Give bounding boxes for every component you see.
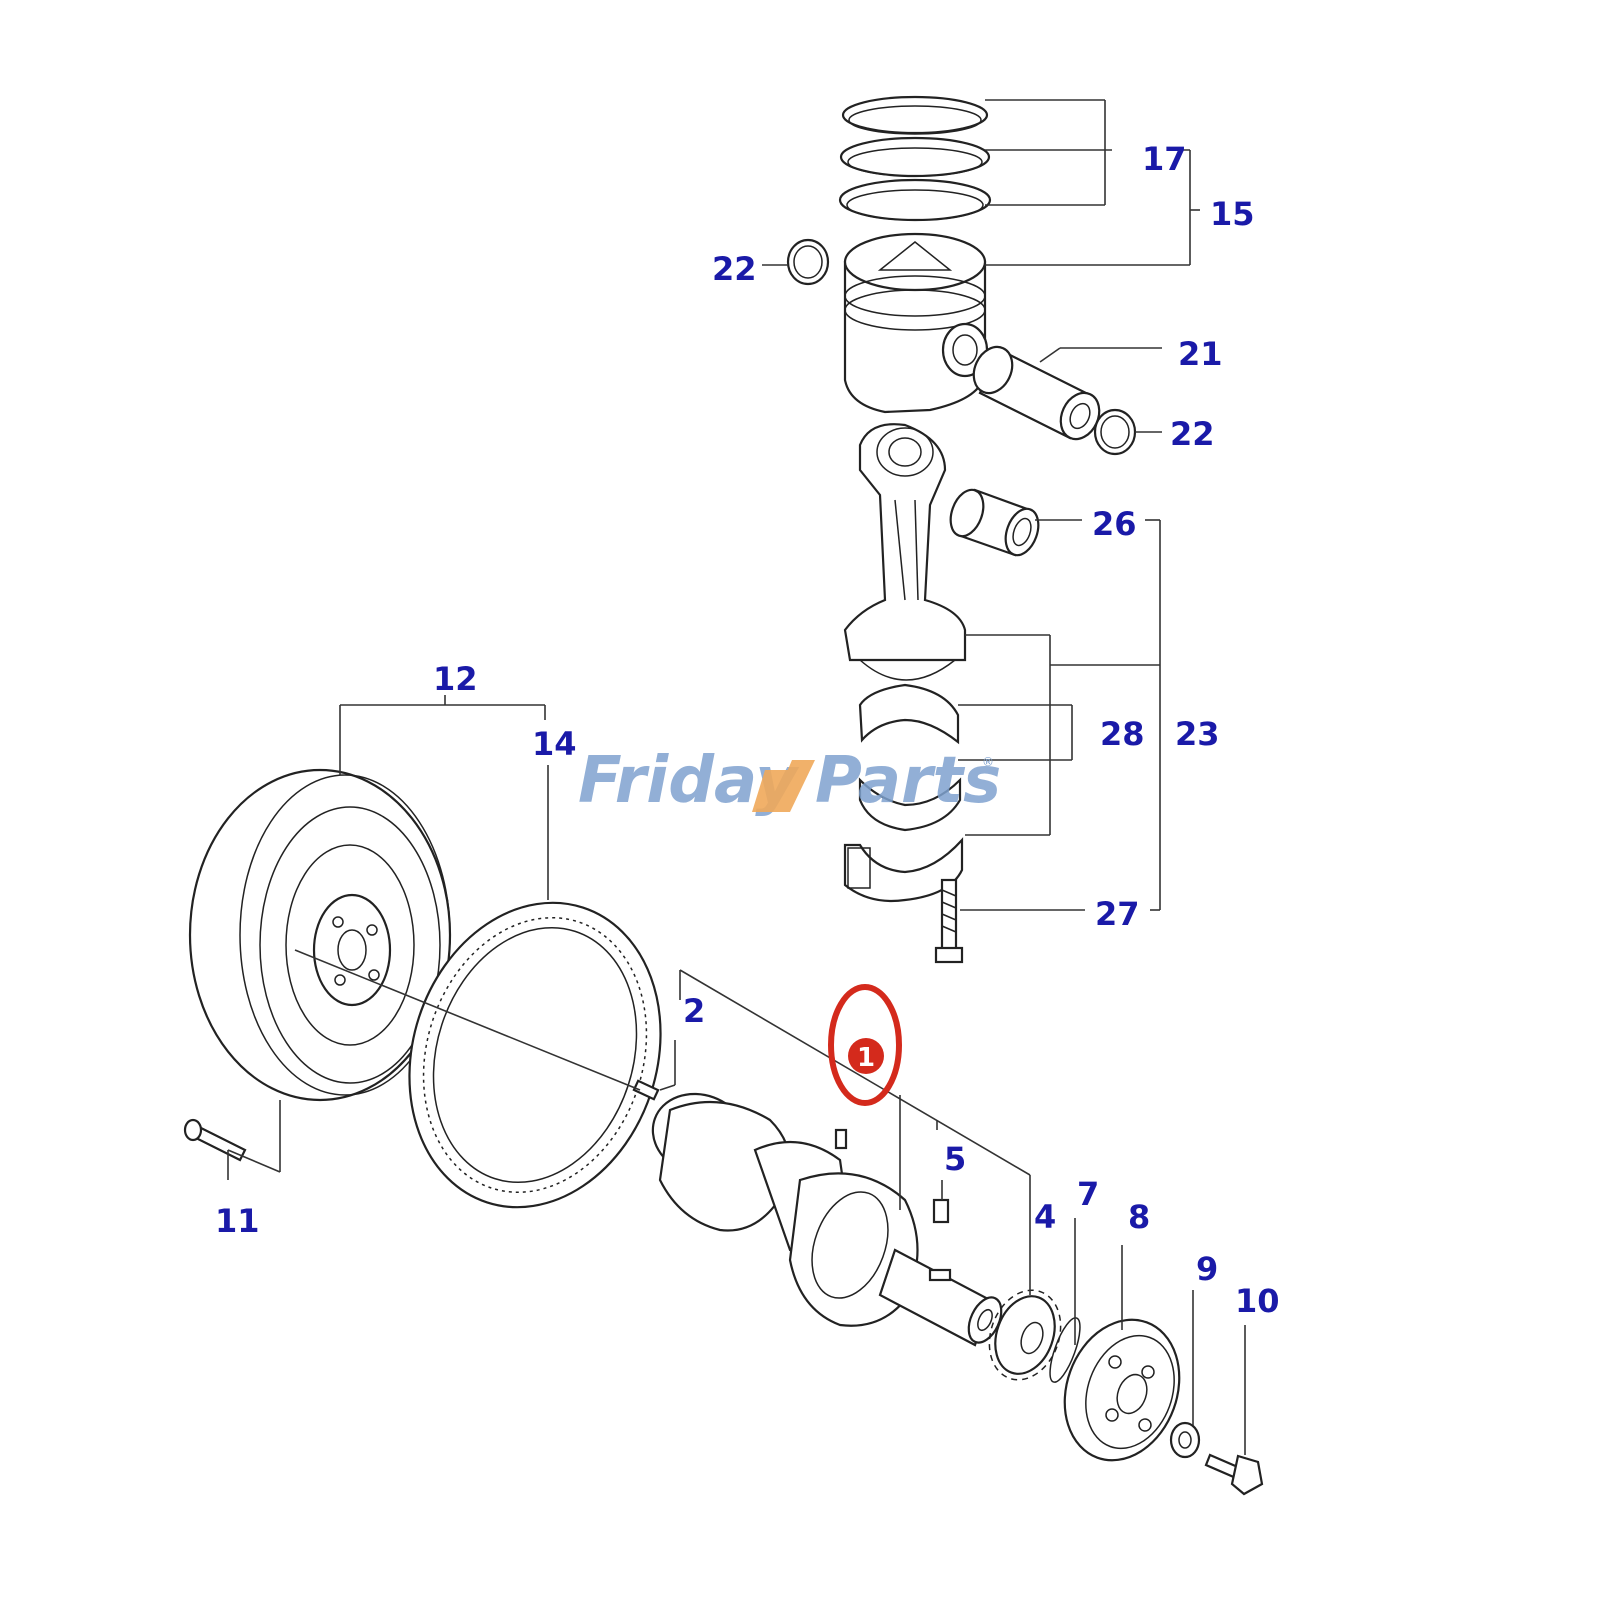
piston-pin: [972, 345, 1101, 441]
washer: [1169, 1421, 1201, 1459]
label-9: 9: [1196, 1250, 1218, 1288]
label-12: 12: [433, 660, 478, 698]
rod-bolt: [934, 878, 964, 964]
label-8: 8: [1128, 1198, 1150, 1236]
highlight-badge: [848, 1038, 884, 1074]
watermark-text-right: Parts: [815, 744, 1001, 818]
rod-cap: [843, 837, 964, 903]
crank-pulley: [1063, 1318, 1181, 1462]
label-22-right: 22: [1170, 415, 1215, 453]
pulley-bolt: [1204, 1453, 1264, 1496]
part-labels: 17 15 22 21 22 26 28 23 27 12 14 2 5 4 7…: [215, 140, 1280, 1320]
key: [932, 1198, 950, 1224]
label-26: 26: [1092, 505, 1137, 543]
snap-ring-left: [786, 238, 830, 286]
thrust-ring: [1049, 1317, 1081, 1383]
snap-ring-right: [1093, 408, 1137, 456]
crankshaft: [651, 1092, 1003, 1347]
label-11: 11: [215, 1202, 260, 1240]
highlight-ring: [828, 984, 902, 1106]
piston-rings: [838, 95, 992, 222]
label-22-left: 22: [712, 250, 757, 288]
label-17: 17: [1142, 140, 1187, 178]
label-14: 14: [532, 725, 577, 763]
label-2: 2: [683, 992, 705, 1030]
label-23: 23: [1175, 715, 1220, 753]
piston: [843, 232, 989, 414]
connecting-rod: [843, 423, 967, 681]
label-28: 28: [1100, 715, 1145, 753]
small-pin: [834, 1128, 848, 1150]
highlight-number: 1: [857, 1043, 875, 1073]
flywheel: [188, 768, 452, 1102]
crank-gear: [988, 1289, 1062, 1381]
watermark-logo: Friday Parts ®: [578, 744, 1001, 818]
label-10: 10: [1235, 1282, 1280, 1320]
label-7: 7: [1077, 1175, 1099, 1213]
label-4: 4: [1034, 1198, 1056, 1236]
label-21: 21: [1178, 335, 1223, 373]
highlight-callout: 1: [828, 984, 902, 1106]
label-15: 15: [1210, 195, 1255, 233]
watermark-registered-mark: ®: [982, 755, 994, 769]
bearing-shells: [858, 683, 962, 832]
watermark-check-icon: [752, 760, 815, 812]
label-27: 27: [1095, 895, 1140, 933]
dowel-pin: [632, 1079, 660, 1101]
small-end-bushing: [949, 488, 1040, 557]
label-5: 5: [944, 1140, 966, 1178]
leader-lines: [227, 99, 1246, 1455]
